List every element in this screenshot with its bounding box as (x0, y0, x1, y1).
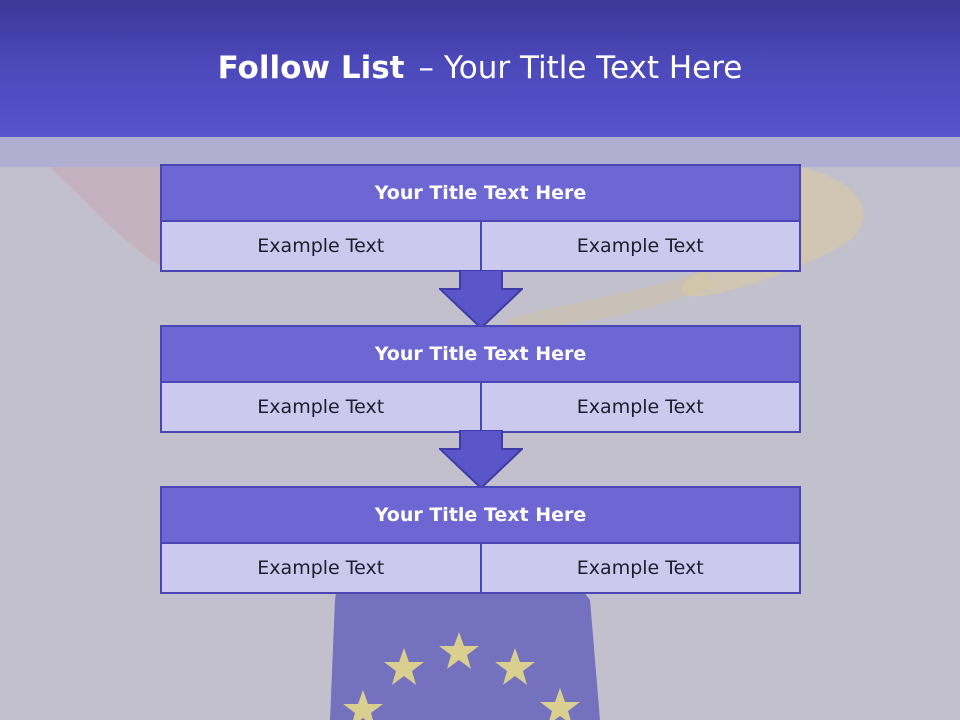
block-cell: Example Text (257, 396, 385, 418)
eu-star-icon (343, 690, 383, 720)
eu-star-icon (540, 688, 580, 720)
eu-stars (343, 632, 580, 720)
title-rest: Your Title Text Here (443, 50, 743, 86)
hand-left (50, 167, 165, 268)
eu-star-icon (384, 648, 424, 685)
list-block-1: Your Title Text Here Example Text Exampl… (160, 164, 801, 272)
block-cell: Example Text (257, 557, 385, 579)
header-band (0, 137, 960, 167)
block-row: Example Text Example Text (162, 383, 799, 431)
slide-title: Follow List–Your Title Text Here (0, 50, 960, 86)
block-cell: Example Text (479, 222, 800, 270)
block-row: Example Text Example Text (162, 222, 799, 270)
eu-star-icon (439, 632, 479, 669)
block-title: Your Title Text Here (162, 488, 799, 544)
list-block-3: Your Title Text Here Example Text Exampl… (160, 486, 801, 594)
list-block-2: Your Title Text Here Example Text Exampl… (160, 325, 801, 433)
block-title: Your Title Text Here (162, 166, 799, 222)
down-arrow-icon (439, 270, 523, 330)
block-row: Example Text Example Text (162, 544, 799, 592)
hand-right-finger (507, 270, 715, 328)
block-cell: Example Text (479, 544, 800, 592)
header-bar (0, 0, 960, 137)
title-bold: Follow List (217, 50, 405, 86)
eu-star-icon (495, 648, 535, 685)
block-cell: Example Text (479, 383, 800, 431)
down-arrow-icon (439, 430, 523, 490)
title-separator: – (418, 50, 434, 86)
block-title: Your Title Text Here (162, 327, 799, 383)
block-cell: Example Text (257, 235, 385, 257)
